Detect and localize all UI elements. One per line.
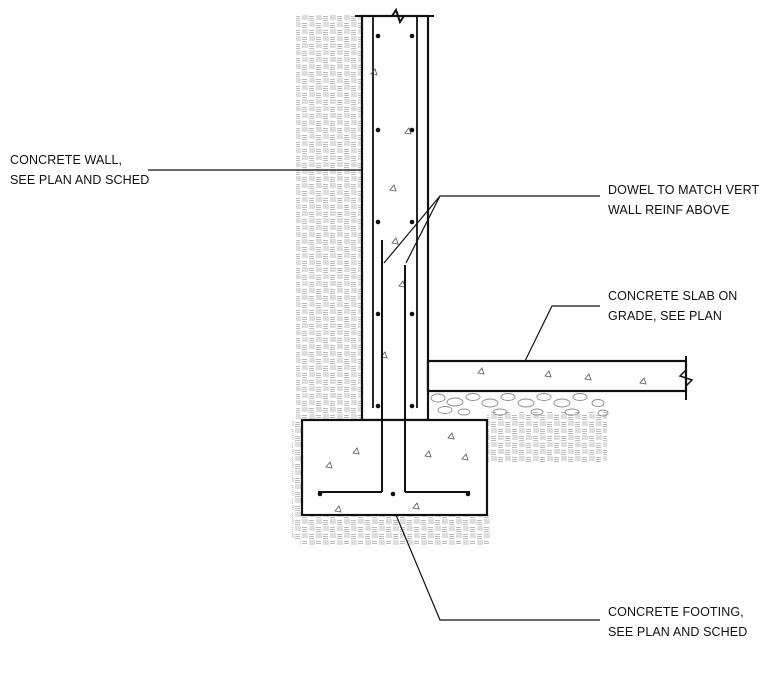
note-slab: CONCRETE SLAB ON GRADE, SEE PLAN <box>608 289 737 323</box>
note-footing-line-2: SEE PLAN AND SCHED <box>608 625 747 639</box>
concrete-wall <box>355 7 434 422</box>
concrete-slab <box>426 356 694 400</box>
note-concrete-wall: CONCRETE WALL, SEE PLAN AND SCHED <box>10 153 149 187</box>
note-dowel-line-1: DOWEL TO MATCH VERT <box>608 183 759 197</box>
note-dowel-line-2: WALL REINF ABOVE <box>608 203 730 217</box>
leader-lines <box>148 169 600 621</box>
note-footing-line-1: CONCRETE FOOTING, <box>608 605 744 619</box>
note-wall-line-1: CONCRETE WALL, <box>10 153 122 167</box>
soil-hatch-left <box>292 14 490 545</box>
note-slab-line-2: GRADE, SEE PLAN <box>608 309 722 323</box>
note-slab-line-1: CONCRETE SLAB ON <box>608 289 737 303</box>
concrete-footing <box>300 418 489 517</box>
note-wall-line-2: SEE PLAN AND SCHED <box>10 173 149 187</box>
note-footing: CONCRETE FOOTING, SEE PLAN AND SCHED <box>608 605 747 639</box>
leader-footing <box>395 514 600 621</box>
leader-dowel-2 <box>405 195 441 264</box>
leader-slab <box>524 305 600 362</box>
note-dowel: DOWEL TO MATCH VERT WALL REINF ABOVE <box>608 183 759 217</box>
soil-hatch-right <box>487 412 607 462</box>
gravel-base <box>430 393 609 417</box>
